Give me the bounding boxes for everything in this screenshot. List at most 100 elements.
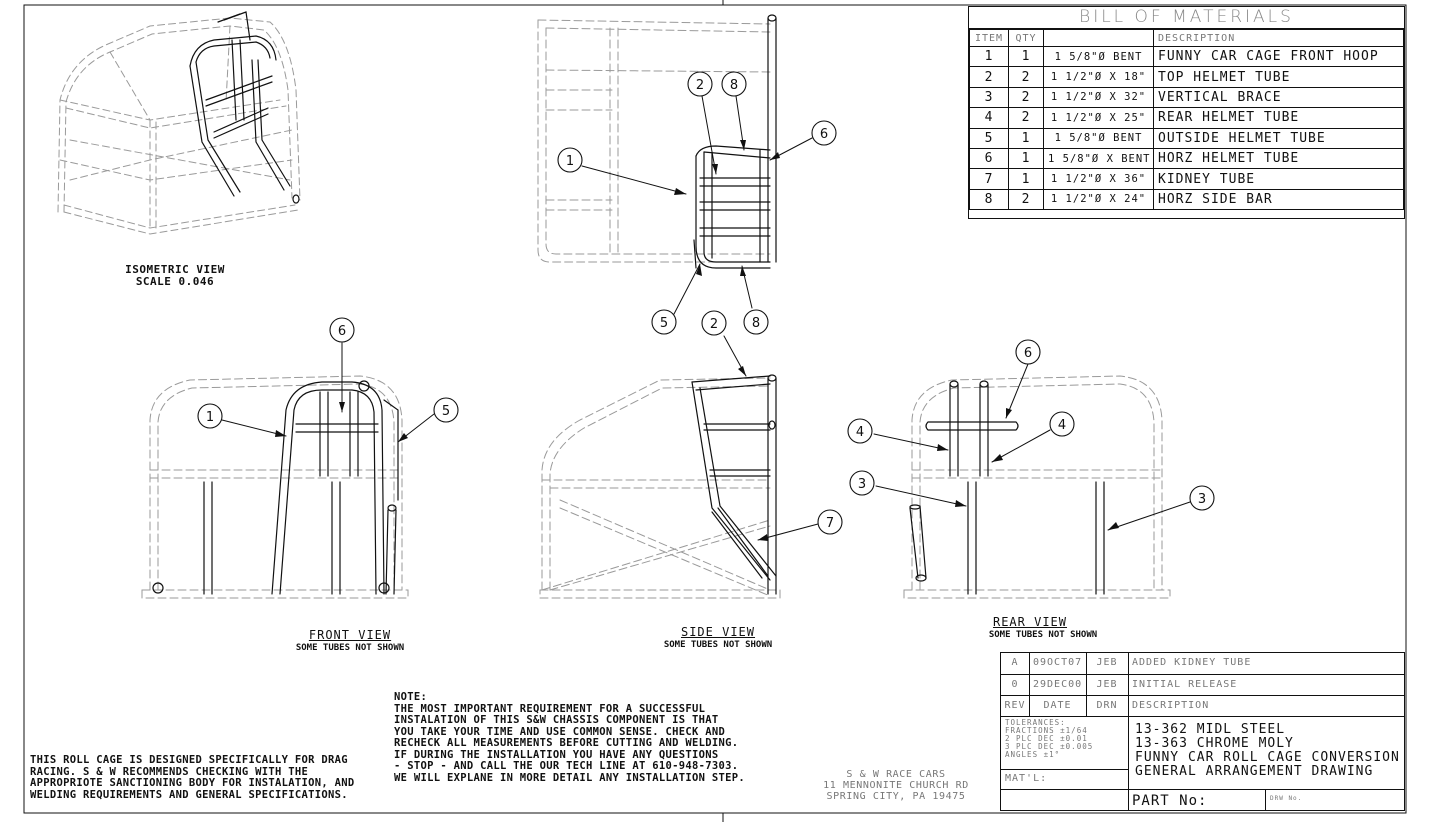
balloon-number: 8 — [752, 316, 760, 331]
title-line: 13-362 MIDL STEEL — [1135, 723, 1286, 737]
balloon-number: 4 — [856, 425, 864, 440]
rev-a-date: 09OCT07 — [1033, 657, 1083, 668]
top-view-tubes — [693, 14, 777, 269]
bom-size: 1 5/8"Ø X BENT — [1043, 147, 1154, 170]
bom-qty: 1 — [1008, 168, 1044, 190]
bom-size: 1 5/8"Ø BENT — [1043, 45, 1154, 68]
bom-size: 1 1/2"Ø X 32" — [1043, 86, 1154, 109]
bom-description: VERTICAL BRACE — [1153, 86, 1404, 109]
tolerances: TOLERANCES: FRACTIONS ±1/64 2 PLC DEC ±0… — [1001, 719, 1128, 759]
balloon-rear-4b — [1049, 411, 1075, 437]
company-address: S & W RACE CARS 11 MENNONITE CHURCH RD S… — [808, 769, 984, 802]
balloon-side-2 — [701, 310, 727, 336]
rev-header-date: DATE — [1043, 700, 1072, 711]
bom-description: TOP HELMET TUBE — [1153, 66, 1404, 88]
balloon-number: 2 — [710, 317, 718, 332]
bom-description: HORZ HELMET TUBE — [1153, 147, 1404, 170]
rev-header-description: DESCRIPTION — [1132, 700, 1210, 711]
bom-size: 1 1/2"Ø X 25" — [1043, 107, 1154, 129]
tolerance-line: 3 PLC DEC ±0.005 — [1005, 742, 1094, 751]
side-view-tubes — [691, 374, 777, 595]
rev-0-date: 29DEC00 — [1033, 679, 1083, 690]
bom-item-number: 1 — [969, 45, 1009, 68]
bom-size: 1 1/2"Ø X 36" — [1043, 168, 1154, 190]
balloon-front-5 — [433, 397, 459, 423]
bom-title: BILL OF MATERIALS — [969, 7, 1404, 29]
notes-line: - STOP - AND CALL THE OUR TECH LINE AT 6… — [394, 760, 739, 772]
disclaimer-line: RACING. S & W RECOMMENDS CHECKING WITH T… — [30, 765, 309, 778]
bom-item-number: 3 — [969, 86, 1009, 109]
balloon-number: 8 — [730, 78, 738, 93]
bom-description: FUNNY CAR CAGE FRONT HOOP — [1153, 45, 1404, 68]
bom-header-description: DESCRIPTION — [1153, 29, 1404, 47]
balloon-number: 4 — [1058, 418, 1066, 433]
balloon-top-8b — [743, 309, 769, 335]
rev-0-rev: 0 — [1011, 679, 1019, 690]
side-view-drawing — [539, 377, 781, 599]
company-city: SPRING CITY, PA 19475 — [826, 791, 966, 802]
notes-line: INSTALATION OF THIS S&W CHASSIS COMPONEN… — [394, 714, 719, 726]
rear-view-drawing — [903, 375, 1171, 599]
tolerance-line: FRACTIONS ±1/64 — [1005, 726, 1088, 735]
bom-qty: 2 — [1008, 188, 1044, 211]
disclaimer-line: THIS ROLL CAGE IS DESIGNED SPECIFICALLY … — [30, 754, 348, 766]
rev-a-description: ADDED KIDNEY TUBE — [1132, 657, 1252, 668]
disclaimer: THIS ROLL CAGE IS DESIGNED SPECIFICALLY … — [30, 754, 355, 801]
balloon-number: 5 — [442, 404, 450, 419]
material-label: MAT'L: — [1005, 773, 1048, 784]
title-line: 13-363 CHROME MOLY — [1135, 736, 1294, 751]
side-view-note: SOME TUBES NOT SHOWN — [663, 640, 773, 650]
bom-qty: 1 — [1008, 147, 1044, 170]
front-view-note: SOME TUBES NOT SHOWN — [295, 643, 405, 653]
isometric-view-title: ISOMETRIC VIEW — [125, 263, 225, 276]
balloon-number: 6 — [1024, 346, 1032, 361]
balloon-top-5 — [651, 309, 677, 335]
company-name: S & W RACE CARS — [846, 769, 946, 780]
front-view-tubes — [152, 380, 399, 595]
rear-view-note: SOME TUBES NOT SHOWN — [988, 630, 1098, 640]
front-view-title: FRONT VIEW — [308, 628, 392, 642]
drw-no-label: DRW No. — [1270, 795, 1303, 802]
balloon-number: 3 — [1198, 492, 1206, 507]
balloon-number: 6 — [338, 324, 346, 339]
top-view-drawing — [537, 19, 771, 263]
balloon-rear-3a — [849, 470, 875, 496]
balloon-top-8a — [721, 71, 747, 97]
balloon-front-6 — [329, 317, 355, 343]
bom-qty: 1 — [1008, 127, 1044, 149]
balloon-number: 1 — [206, 410, 214, 425]
notes-line: WE WILL EXPLANE IN MORE DETAIL ANY INSTA… — [394, 771, 745, 784]
installation-notes: NOTE: THE MOST IMPORTANT REQUIREMENT FOR… — [394, 691, 745, 784]
isometric-view-tubes — [189, 11, 300, 204]
rev-a-rev: A — [1011, 657, 1019, 668]
bom-size: 1 5/8"Ø BENT — [1043, 127, 1154, 149]
disclaimer-line: APPROPRIOTE SANCTIONING BODY FOR INSTALA… — [30, 777, 355, 789]
rear-view-tubes — [909, 380, 1105, 595]
balloon-top-6 — [811, 120, 837, 146]
rev-0-drn: JEB — [1096, 679, 1118, 690]
balloon-rear-3b — [1189, 485, 1215, 511]
front-view-drawing — [141, 375, 409, 599]
balloon-number: 1 — [566, 154, 574, 169]
bom-description: HORZ SIDE BAR — [1153, 188, 1404, 211]
part-no-label: PART No: — [1132, 793, 1208, 809]
tolerance-line: TOLERANCES: — [1005, 719, 1066, 727]
rev-header-rev: REV — [1004, 700, 1026, 711]
bom-header-size — [1043, 29, 1154, 47]
bom-header-item: ITEM — [969, 29, 1009, 47]
bom-header-row: ITEM QTY DESCRIPTION — [969, 29, 1404, 47]
bill-of-materials: BILL OF MATERIALS ITEM QTY DESCRIPTION 1… — [968, 6, 1405, 219]
balloon-rear-6 — [1015, 339, 1041, 365]
balloon-front-1 — [197, 403, 223, 429]
sheet-border — [23, 4, 1407, 814]
notes-line: YOU TAKE YOUR TIME AND USE COMMON SENSE.… — [394, 725, 726, 738]
bom-item-number: 5 — [969, 127, 1009, 149]
balloon-number: 5 — [660, 316, 668, 331]
